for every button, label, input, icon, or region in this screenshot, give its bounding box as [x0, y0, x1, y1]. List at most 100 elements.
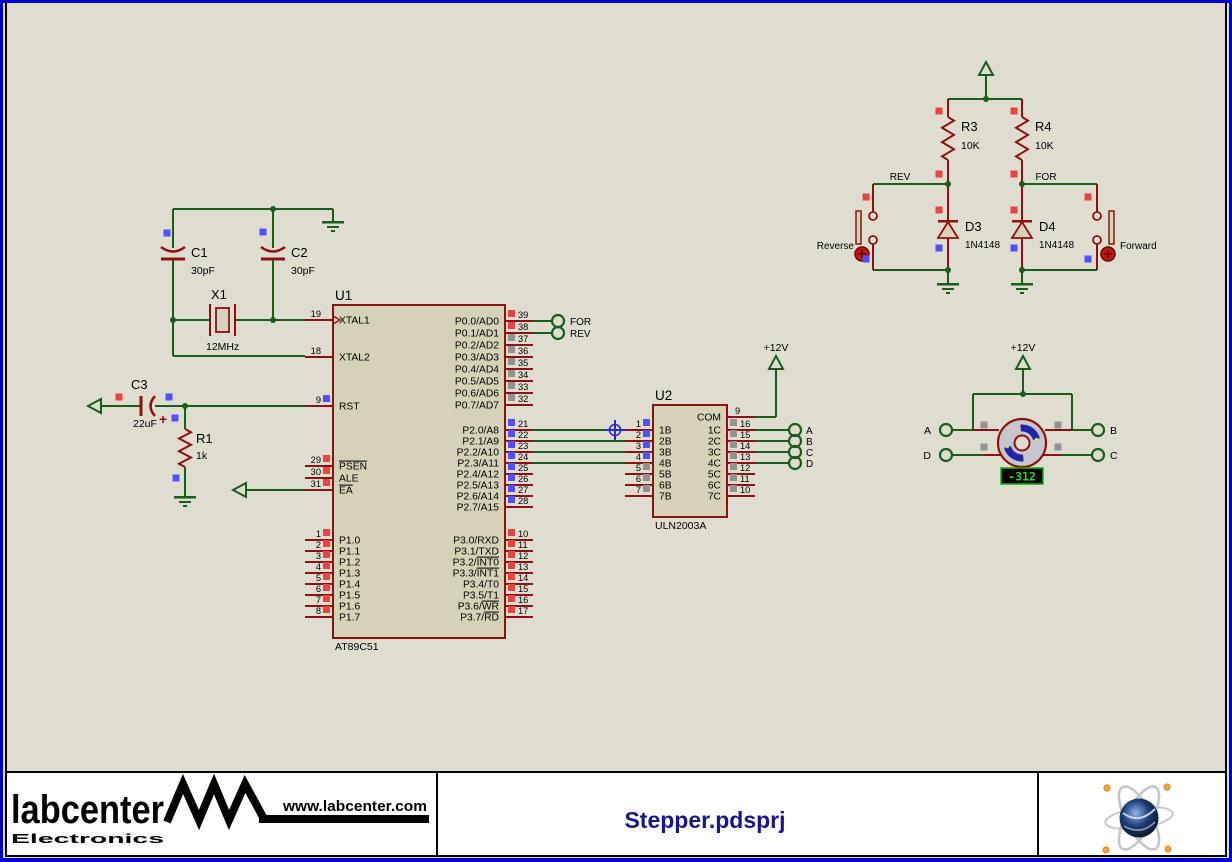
label: 1k: [196, 450, 208, 462]
pin-number: 18: [311, 346, 321, 356]
pin-label: ALE: [339, 474, 359, 485]
atom-logo-icon: [1102, 783, 1174, 854]
pin-label: 4B: [659, 459, 672, 470]
pin-label: P1.7: [339, 613, 360, 624]
pin-number: 5: [636, 463, 641, 473]
pin-number: 11: [518, 540, 528, 550]
pin-label: 3B: [659, 448, 672, 459]
state-square: [980, 421, 988, 429]
state-square: [508, 573, 515, 580]
state-square: [508, 441, 515, 448]
component-pins: [872, 99, 1098, 456]
terminal-motor-a: [938, 422, 954, 438]
pin-number: 8: [316, 606, 321, 616]
pin-number: 35: [518, 358, 528, 368]
junction-dot: [983, 96, 989, 102]
state-square: [508, 322, 515, 329]
pin-label: P0.0/AD0: [455, 317, 499, 328]
logo-subtitle: Electronics: [11, 832, 164, 846]
state-square: [323, 584, 330, 591]
pin-label: P1.6: [339, 602, 360, 613]
label: 30pF: [291, 265, 315, 277]
state-square: [508, 452, 515, 459]
pin-label: P2.6/A14: [457, 492, 500, 503]
junction-dot: [270, 206, 276, 212]
power-arrow-icon: [977, 59, 995, 76]
chip-part: AT89C51: [335, 641, 379, 653]
pin-label: COM: [697, 413, 721, 424]
origin-marker-icon: [605, 420, 625, 440]
state-square: [508, 346, 515, 353]
state-square: [172, 474, 180, 482]
label: R1: [196, 431, 213, 446]
pin-number: 3: [316, 551, 321, 561]
pin-number: 30: [311, 467, 321, 477]
state-square: [323, 540, 330, 547]
pin-number: 38: [518, 322, 528, 332]
pin-number: 26: [518, 474, 528, 484]
pin-number: 13: [740, 452, 750, 462]
state-square: [323, 551, 330, 558]
pin-number: 16: [740, 419, 750, 429]
pin-number: 10: [740, 485, 750, 495]
pin-label: 4C: [708, 459, 722, 470]
power-label: +12V: [1011, 342, 1036, 354]
junction-dot: [945, 267, 951, 273]
pin-number: 15: [740, 430, 750, 440]
pin-label: P3.7/RD: [460, 613, 499, 624]
pin-number: 2: [316, 540, 321, 550]
pin-label: P3.6/WR: [458, 602, 499, 613]
pin-number: 12: [740, 463, 750, 473]
capacitor-c3: +: [139, 395, 167, 427]
pin-label: 1C: [708, 426, 722, 437]
junction-dot: [1020, 391, 1026, 397]
pin-label: XTAL1: [339, 316, 370, 327]
state-square: [508, 474, 515, 481]
state-square: [1054, 421, 1062, 429]
pin-label: P2.1/A9: [462, 437, 499, 448]
state-square: [730, 430, 737, 437]
pin-number: 27: [518, 485, 528, 495]
pin-label: P2.7/A15: [457, 503, 500, 514]
diode-d3: [936, 219, 960, 239]
state-square: [508, 382, 515, 389]
state-square: [643, 485, 650, 492]
resistor-r3: [940, 116, 956, 161]
junction-dot: [945, 181, 951, 187]
pin-number: 19: [311, 309, 321, 319]
capacitor-c2: [260, 245, 286, 261]
capacitor-c1: [160, 245, 186, 261]
pin-label: P0.4/AD4: [455, 365, 499, 376]
state-square: [643, 430, 650, 437]
state-square: [323, 455, 330, 462]
pin-number: 21: [518, 419, 528, 429]
pin-label: P3.2/INT0: [453, 558, 500, 569]
xtal1-clock-marker: [332, 315, 342, 325]
pin-label: EA: [339, 486, 353, 497]
label: 12MHz: [206, 341, 239, 353]
state-square: [862, 255, 870, 263]
pin-number: 6: [316, 584, 321, 594]
state-square: [1084, 193, 1092, 201]
state-square: [730, 485, 737, 492]
resistor-r3: [940, 116, 956, 161]
pin-number: 1: [636, 419, 641, 429]
label: R3: [961, 119, 978, 134]
pin-label: P1.4: [339, 580, 360, 591]
state-square: [643, 419, 650, 426]
state-square: [259, 228, 267, 236]
terminal-label-rev: REV: [570, 329, 591, 340]
terminal-label: A: [806, 426, 813, 437]
button-forward-actuator[interactable]: [1100, 246, 1116, 262]
label: 10K: [1035, 140, 1054, 152]
pin-label: 2B: [659, 437, 672, 448]
pin-number: 36: [518, 346, 528, 356]
state-square: [508, 394, 515, 401]
state-square: [643, 463, 650, 470]
state-square: [508, 529, 515, 536]
pin-label: P2.2/A10: [457, 448, 500, 459]
chip-part: ULN2003A: [655, 520, 706, 532]
label: 22uF: [133, 418, 157, 430]
